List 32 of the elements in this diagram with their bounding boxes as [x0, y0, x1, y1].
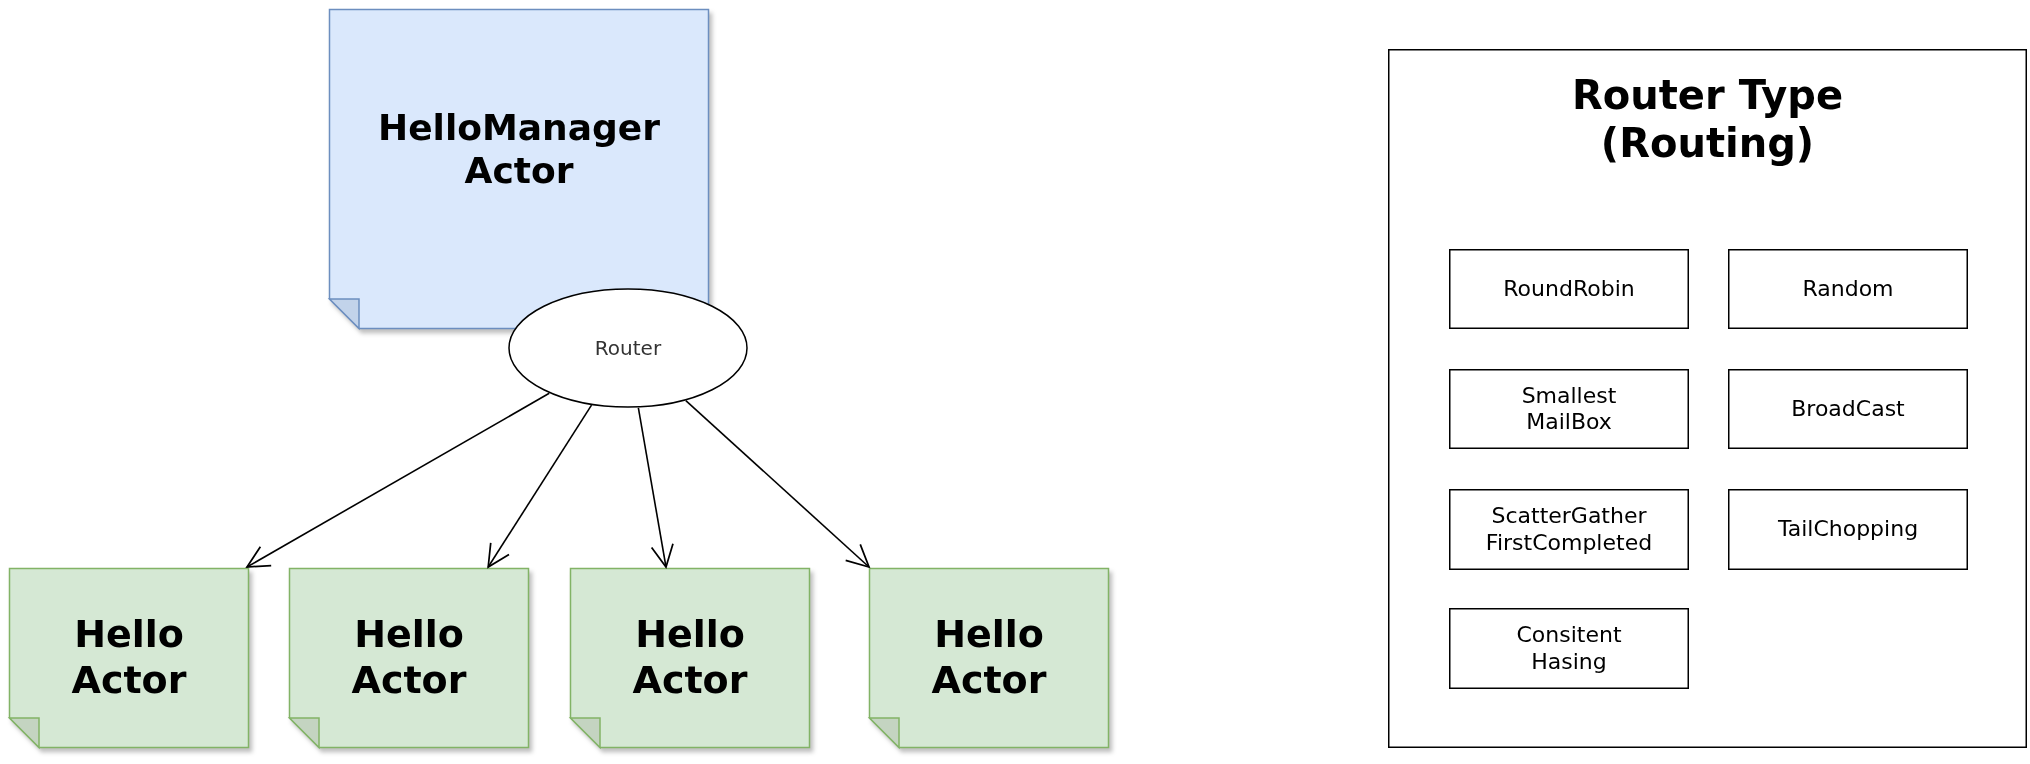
box-label: Random: [1801, 275, 1895, 303]
box-label: ScatterGather FirstCompleted: [1484, 503, 1654, 556]
process-box: [1449, 369, 1689, 449]
process-box: [1728, 249, 1968, 329]
sticky-note: [570, 568, 810, 748]
note-title: Hello Actor: [631, 612, 749, 704]
router-ellipse: [508, 288, 748, 408]
group-frame: [1388, 49, 2027, 748]
box-label: TailChopping: [1776, 516, 1920, 543]
sticky-note: [869, 568, 1109, 748]
box-label: RoundRobin: [1502, 275, 1636, 303]
process-box: [1728, 369, 1968, 449]
note-title: Hello Actor: [930, 612, 1048, 704]
ellipse-label: Router: [593, 336, 663, 360]
arrow: [685, 399, 870, 568]
note-title: HelloManager Actor: [377, 105, 661, 193]
process-box: [1449, 608, 1689, 689]
arrow: [246, 392, 551, 568]
frame-title: Router Type (Routing): [1570, 71, 1844, 167]
sticky-note: [9, 568, 249, 748]
sticky-note: [329, 9, 709, 329]
arrow: [637, 406, 674, 568]
process-box: [1728, 489, 1968, 570]
box-label: Consitent Hasing: [1515, 622, 1623, 675]
arrow: [487, 404, 593, 568]
note-title: Hello Actor: [350, 612, 468, 704]
note-title: Hello Actor: [70, 612, 188, 704]
process-box: [1449, 249, 1689, 329]
box-label: Smallest MailBox: [1520, 382, 1618, 436]
box-label: BroadCast: [1790, 395, 1906, 423]
process-box: [1449, 489, 1689, 570]
sticky-note: [289, 568, 529, 748]
